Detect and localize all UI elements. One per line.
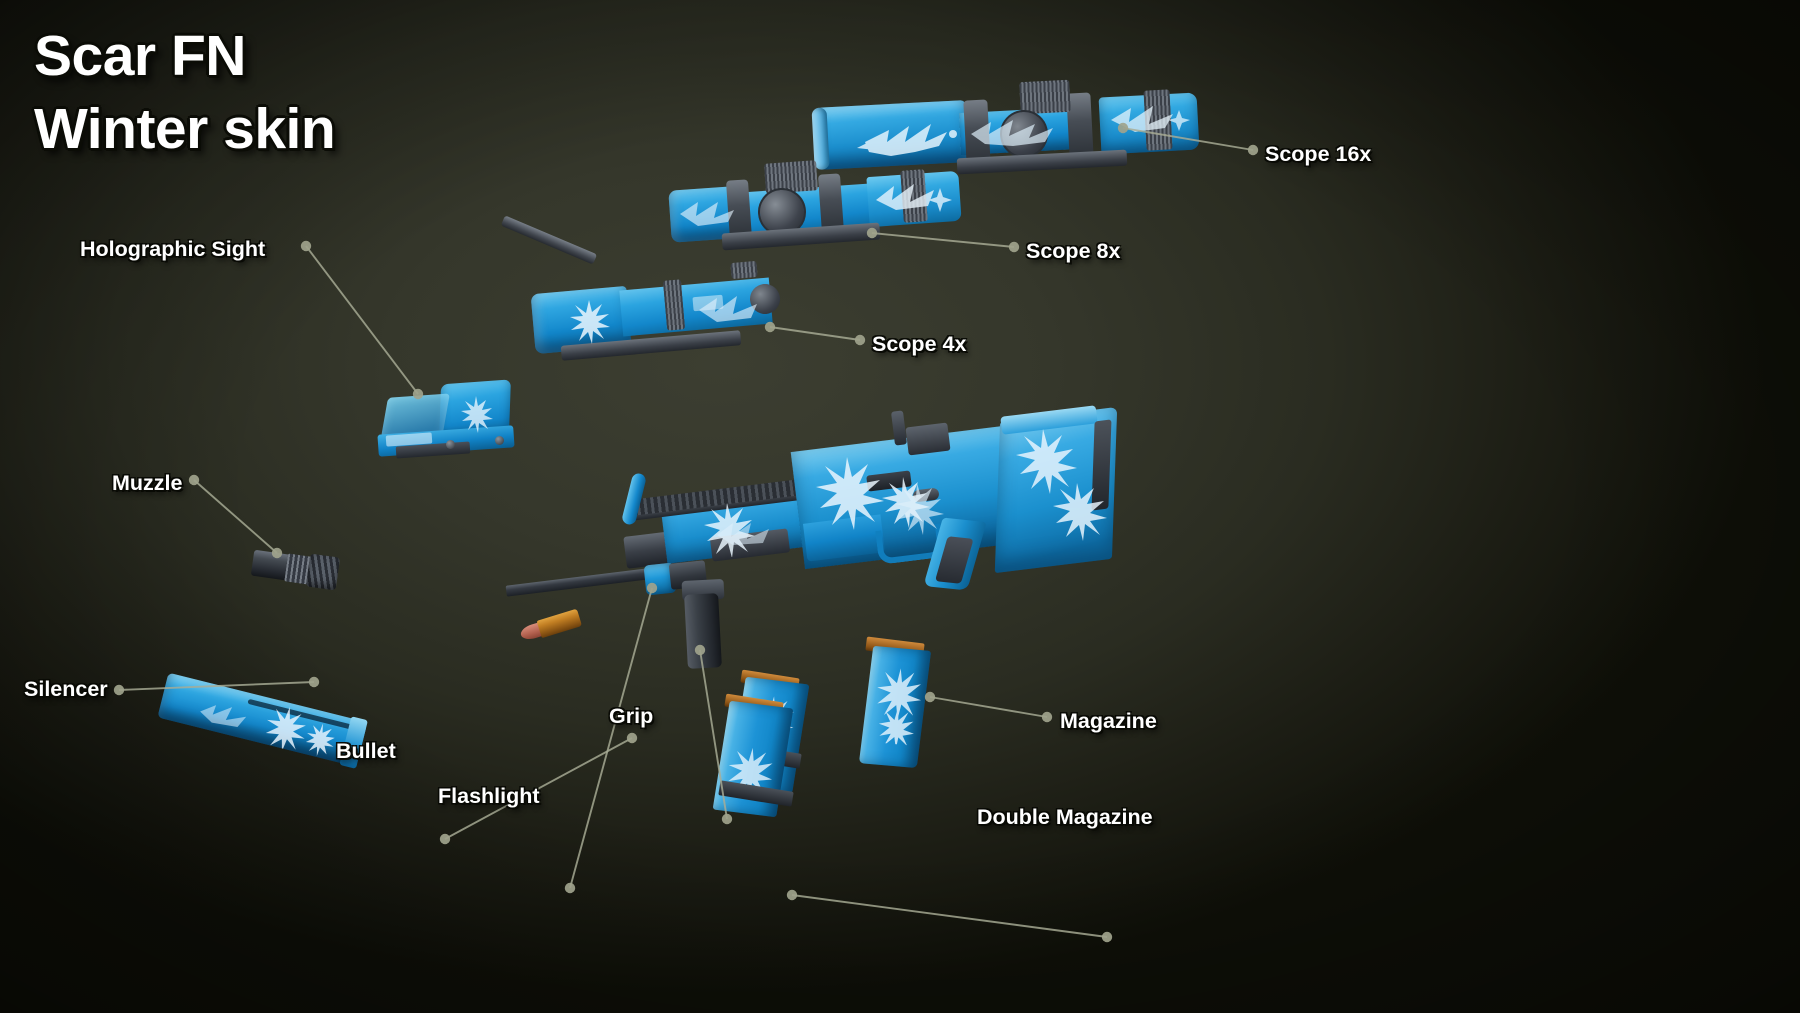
scope4x-elevation-turret [730,260,758,280]
scope16x-elevation-turret [1019,79,1071,115]
holo-sight-screw [495,436,504,445]
scope16x-mount-ring-rear [1066,92,1094,160]
part-rifle-body[interactable] [505,405,1125,685]
magazine-body [858,645,932,769]
snowflake-icon [877,668,922,747]
part-double-magazine[interactable] [712,669,825,826]
scope8x-diopter-ring [900,169,928,223]
part-silencer[interactable] [157,672,373,769]
muzzle-brake-cage [305,553,341,591]
rifle-rear-sight-block [905,422,951,456]
part-grip[interactable] [680,578,726,672]
holo-sight-screw [446,440,455,449]
snowflake-icon [265,707,335,757]
rifle-butt-pad [1091,419,1112,511]
part-scope-4x[interactable] [495,215,815,373]
scope16x-diopter-ring [1143,89,1173,151]
part-scope-16x[interactable] [811,48,1205,175]
snowflake-icon [200,705,247,727]
scope4x-brand-decal [692,294,724,312]
part-magazine[interactable] [858,636,946,769]
grip-body [684,593,722,669]
silencer-tube [157,672,368,769]
part-holographic-sight[interactable] [377,379,526,460]
